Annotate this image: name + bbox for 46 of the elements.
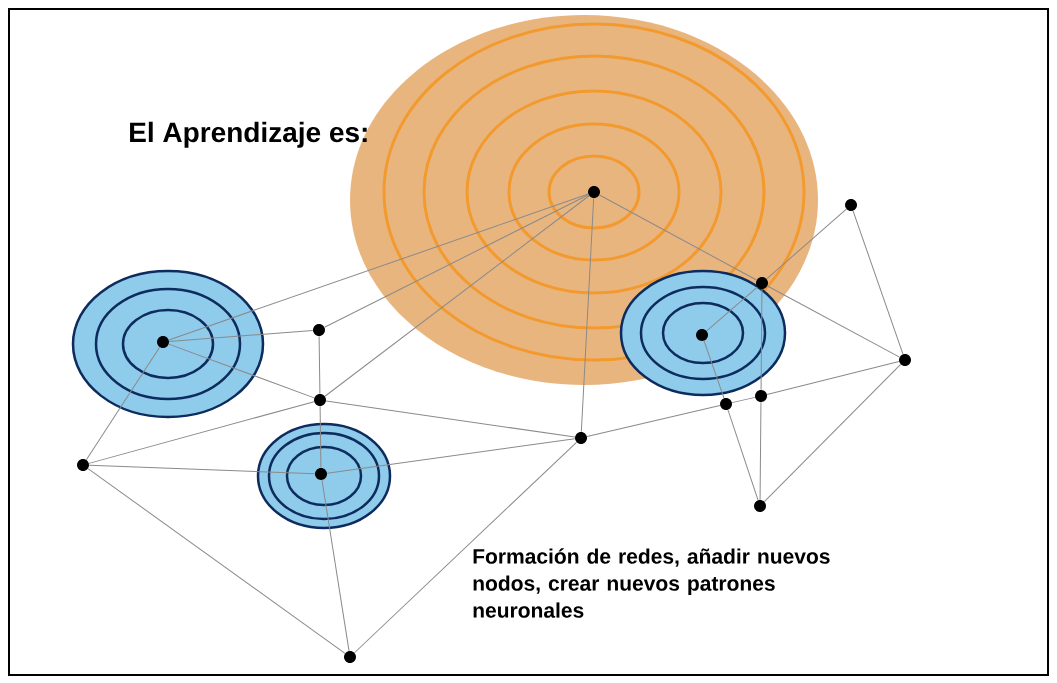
- network-node: [313, 324, 325, 336]
- connection-line: [87, 468, 346, 654]
- connection-line: [88, 401, 315, 464]
- network-node: [77, 459, 89, 471]
- connection-line: [88, 464, 316, 475]
- connection-line: [760, 288, 763, 391]
- network-node: [845, 199, 857, 211]
- connection-line: [763, 363, 902, 503]
- connection-line: [326, 438, 576, 474]
- connection-line: [354, 441, 577, 654]
- connection-line: [852, 210, 904, 355]
- connection-line: [318, 335, 321, 395]
- connection-line: [85, 346, 161, 461]
- network-node: [314, 394, 326, 406]
- connection-line: [766, 361, 900, 395]
- connection-line: [324, 194, 589, 328]
- network-node: [754, 500, 766, 512]
- network-node: [588, 186, 600, 198]
- connection-line: [168, 330, 314, 343]
- connection-line: [168, 343, 315, 399]
- connection-line: [324, 195, 590, 397]
- network-node: [157, 336, 169, 348]
- network-node: [756, 277, 768, 289]
- connection-line: [598, 194, 758, 281]
- network-node: [315, 468, 327, 480]
- network-node: [575, 432, 587, 444]
- network-node: [899, 354, 911, 366]
- network-node: [720, 398, 732, 410]
- connection-line: [731, 396, 756, 404]
- connection-line: [319, 405, 322, 469]
- network-node: [755, 390, 767, 402]
- title: El Aprendizaje es:: [130, 121, 367, 148]
- connection-line: [759, 401, 762, 501]
- connection-line: [766, 285, 901, 358]
- connection-line: [325, 400, 576, 438]
- connection-line: [703, 340, 725, 399]
- connection-line: [168, 193, 589, 341]
- connection-line: [580, 197, 595, 433]
- connection-line: [766, 208, 847, 280]
- connection-line: [706, 286, 758, 332]
- caption: Formación de redes, añadir nuevos nodos, crear nuevos patrones neuronales: [473, 548, 830, 618]
- network-node: [344, 651, 356, 663]
- network-node: [696, 329, 708, 341]
- connection-line: [586, 404, 721, 438]
- connection-line: [321, 479, 350, 652]
- connection-line: [727, 409, 759, 501]
